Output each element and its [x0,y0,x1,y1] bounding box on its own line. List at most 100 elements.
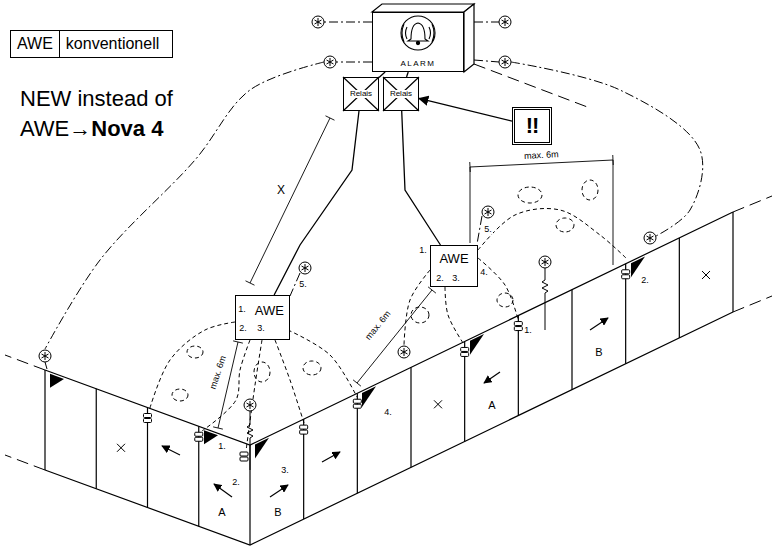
panel-cross [702,271,710,279]
wire-loop [582,180,598,200]
door-label: A [217,507,226,518]
alarm-line [324,22,372,23]
terminal-number: 2. [435,274,445,283]
contact-part [144,419,152,423]
terminal-number: 3. [256,324,266,333]
door-arrow [270,485,288,497]
dimension-label: max. 6m [208,353,228,391]
detector-wire [478,258,518,319]
contact-sensor [300,425,308,434]
wire-loop [303,361,321,375]
dimension-label: max. 6m [523,150,560,161]
contact-part [240,457,248,461]
dimension-extension [470,160,613,265]
node-text: ALARM [400,60,435,68]
terminal-circle [39,350,51,362]
wall-bottom [45,312,733,545]
node-text: !! [526,115,539,137]
door-arrow [322,452,340,462]
contact-sensor [240,452,248,461]
asterisk-terminal [324,56,336,68]
terminal-circle [244,399,256,411]
terminal-circle [324,56,336,68]
wire-loop [411,307,429,323]
wire-loop [254,362,270,382]
panel-cross [434,400,442,408]
door-label: A [487,400,496,411]
alarm-housing-top [372,4,474,12]
contact-part [195,437,203,441]
terminal-circle [499,56,511,68]
door-arrow [484,372,500,383]
callout-number: 1. [523,326,533,335]
node-text: konventionell [60,31,165,57]
contact-part [300,430,308,434]
terminal-circle [539,256,551,268]
door-label: B [273,507,282,518]
alarm-box: ALARM [372,12,464,72]
floor-line [5,64,772,470]
terminal-number: 1. [418,246,428,255]
corner-triangle [362,386,376,407]
contact-sensor [144,414,152,423]
detector-wire [202,340,250,431]
wire-loop [497,293,513,307]
corner-triangle [470,334,484,355]
callout-number: 3. [280,466,290,475]
detector-wire [478,208,626,258]
alarm-line [477,216,482,244]
corner-triangle [50,374,64,388]
asterisk [315,18,322,26]
asterisk [542,258,549,266]
callout-number: 1. [217,442,227,451]
node-text: AWE [439,251,468,266]
alarm-line [45,362,47,369]
contact-part [514,322,522,326]
note-block: NEW instead of AWE→Nova 4 [20,84,200,144]
door-arrow [214,484,232,497]
wall-top [45,212,733,445]
dimension-line [246,116,335,285]
bell-clapper [416,41,419,44]
contact-part [144,414,152,418]
asterisk-terminal [644,232,656,244]
lock-symbol [542,268,548,330]
wire-loop [172,389,188,401]
connector [274,111,359,295]
relay-box: Relais [343,77,379,111]
relay-cross [343,77,379,111]
contact-part [461,347,469,351]
asterisk-terminal [244,399,256,411]
detector-wire [445,287,465,346]
detector-wire [275,340,304,423]
asterisk-terminal [539,256,551,268]
detector-wire [404,270,430,345]
relay-box: Relais [383,77,419,111]
contact-part [622,270,630,274]
wire-loop [556,218,574,232]
asterisk [302,264,309,272]
connector [402,111,441,245]
terminal-circle [312,16,324,28]
dimension-label: max. 6m [363,308,393,342]
terminal-circle [644,232,656,244]
terminal-number: 2. [238,324,248,333]
callout-number: 2. [640,276,650,285]
callout-number: 2. [231,478,241,487]
node-text: Relais [349,90,373,98]
asterisk-terminal [482,206,494,218]
node-text: Relais [389,90,413,98]
corner-triangle [631,256,645,277]
panel-edge [44,370,45,470]
dimension-label: X [276,184,286,196]
contact-part [300,425,308,429]
terminal-number: 1. [237,305,247,314]
wire-loop [187,346,203,358]
contact-part [514,327,522,331]
terminal-number: 4. [479,268,489,277]
asterisk-terminal [299,262,311,274]
bell-ring [401,16,435,50]
